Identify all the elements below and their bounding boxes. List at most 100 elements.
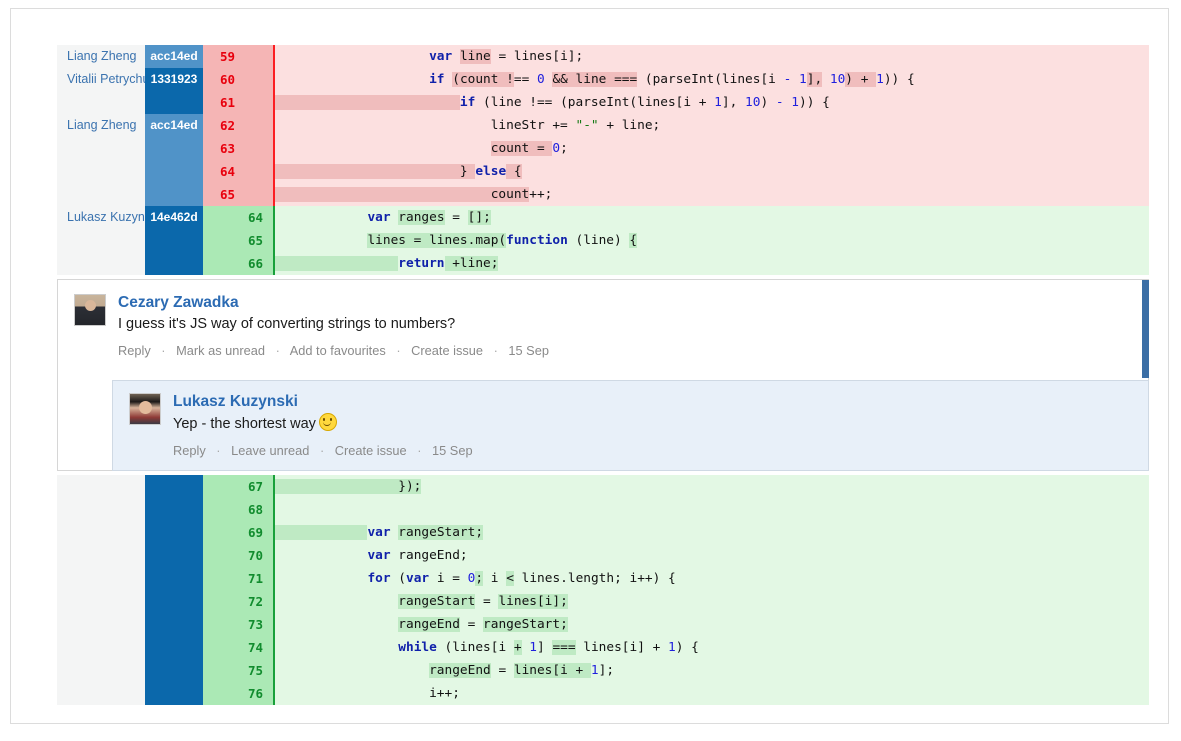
blame-commit-hash xyxy=(145,498,203,521)
blame-commit-hash xyxy=(145,137,203,160)
line-number[interactable]: 59 xyxy=(203,45,275,68)
action-separator: · xyxy=(396,343,401,358)
line-number[interactable]: 66 xyxy=(203,252,275,275)
code-line[interactable]: var rangeStart; xyxy=(275,521,1149,544)
comment-author[interactable]: Lukasz Kuzynski xyxy=(173,393,298,410)
line-number[interactable]: 64 xyxy=(203,206,275,229)
action-separator: · xyxy=(319,443,325,458)
code-line[interactable]: var ranges = []; xyxy=(275,206,1149,229)
action-reply[interactable]: Reply xyxy=(118,343,151,358)
blame-author[interactable]: Liang Zheng xyxy=(57,114,145,137)
diff-row[interactable]: 68 xyxy=(57,498,1149,521)
avatar[interactable] xyxy=(129,393,161,425)
line-number[interactable]: 71 xyxy=(203,567,275,590)
blame-commit-hash xyxy=(145,682,203,705)
avatar[interactable] xyxy=(74,294,106,326)
diff-row[interactable]: 75 rangeEnd = lines[i + 1]; xyxy=(57,659,1149,682)
diff-row[interactable]: 72 rangeStart = lines[i]; xyxy=(57,590,1149,613)
line-number[interactable]: 73 xyxy=(203,613,275,636)
line-number[interactable]: 65 xyxy=(203,229,275,252)
line-number[interactable]: 72 xyxy=(203,590,275,613)
code-line[interactable]: }); xyxy=(275,475,1149,498)
line-number[interactable]: 70 xyxy=(203,544,275,567)
code-line[interactable]: count = 0; xyxy=(275,137,1149,160)
diff-row[interactable]: 71 for (var i = 0; i < lines.length; i++… xyxy=(57,567,1149,590)
action-mark-as-unread[interactable]: Mark as unread xyxy=(176,343,266,358)
blame-commit-hash xyxy=(145,229,203,252)
blame-author xyxy=(57,544,145,567)
code-line[interactable]: while (lines[i + 1] === lines[i] + 1) { xyxy=(275,636,1149,659)
code-line[interactable]: i++; xyxy=(275,682,1149,705)
code-line[interactable]: return +line; xyxy=(275,252,1149,275)
blame-commit-hash[interactable]: acc14ed xyxy=(145,45,203,68)
diff-row[interactable]: 65 lines = lines.map(function (line) { xyxy=(57,229,1149,252)
diff-row[interactable]: Lukasz Kuzynski14e462d64 var ranges = []… xyxy=(57,206,1149,229)
comment-text: I guess it's JS way of converting string… xyxy=(118,316,456,332)
line-number[interactable]: 65 xyxy=(203,183,275,206)
blame-author xyxy=(57,91,145,114)
line-number[interactable]: 69 xyxy=(203,521,275,544)
code-line[interactable]: rangeEnd = lines[i + 1]; xyxy=(275,659,1149,682)
comment-root: Cezary Zawadka I guess it's JS way of co… xyxy=(58,280,1148,368)
code-line[interactable]: for (var i = 0; i < lines.length; i++) { xyxy=(275,567,1149,590)
action-separator: · xyxy=(275,343,280,358)
code-line[interactable] xyxy=(275,498,1149,521)
line-number[interactable]: 64 xyxy=(203,160,275,183)
blame-commit-hash xyxy=(145,590,203,613)
comment-author[interactable]: Cezary Zawadka xyxy=(118,294,239,311)
diff-row[interactable]: 61 if (line !== (parseInt(lines[i + 1], … xyxy=(57,91,1149,114)
diff-row[interactable]: 66 return +line; xyxy=(57,252,1149,275)
line-number[interactable]: 74 xyxy=(203,636,275,659)
blame-commit-hash[interactable]: 1331923 xyxy=(145,68,203,91)
action-reply[interactable]: Reply xyxy=(173,443,206,458)
diff-row[interactable]: Vitalii Petrychuk133192360 if (count !==… xyxy=(57,68,1149,91)
diff-row[interactable]: 63 count = 0; xyxy=(57,137,1149,160)
blame-author[interactable]: Vitalii Petrychuk xyxy=(57,68,145,91)
line-number[interactable]: 76 xyxy=(203,682,275,705)
action-leave-unread[interactable]: Leave unread xyxy=(231,443,310,458)
line-number[interactable]: 63 xyxy=(203,137,275,160)
code-line[interactable]: rangeEnd = rangeStart; xyxy=(275,613,1149,636)
code-line[interactable]: rangeStart = lines[i]; xyxy=(275,590,1149,613)
action-separator: · xyxy=(493,343,498,358)
diff-row[interactable]: 65 count++; xyxy=(57,183,1149,206)
blame-author[interactable]: Liang Zheng xyxy=(57,45,145,68)
blame-author xyxy=(57,137,145,160)
blame-commit-hash xyxy=(145,613,203,636)
diff-row[interactable]: 67 }); xyxy=(57,475,1149,498)
code-line[interactable]: var line = lines[i]; xyxy=(275,45,1149,68)
diff-row[interactable]: 76 i++; xyxy=(57,682,1149,705)
action-create-issue[interactable]: Create issue xyxy=(411,343,483,358)
diff-row[interactable]: 70 var rangeEnd; xyxy=(57,544,1149,567)
avatar-face-icon xyxy=(85,300,96,311)
line-number[interactable]: 62 xyxy=(203,114,275,137)
line-number[interactable]: 75 xyxy=(203,659,275,682)
comment-date: 15 Sep xyxy=(508,343,549,358)
code-line[interactable]: if (line !== (parseInt(lines[i + 1], 10)… xyxy=(275,91,1149,114)
diff-row[interactable]: 73 rangeEnd = rangeStart; xyxy=(57,613,1149,636)
blame-commit-hash[interactable]: acc14ed xyxy=(145,114,203,137)
blame-author[interactable]: Lukasz Kuzynski xyxy=(57,206,145,229)
diff-row[interactable]: 69 var rangeStart; xyxy=(57,521,1149,544)
blame-author xyxy=(57,252,145,275)
comment-reply: Lukasz Kuzynski Yep - the shortest way R… xyxy=(112,380,1149,471)
action-create-issue[interactable]: Create issue xyxy=(334,443,407,458)
blame-author xyxy=(57,229,145,252)
blame-commit-hash[interactable]: 14e462d xyxy=(145,206,203,229)
code-line[interactable]: } else { xyxy=(275,160,1149,183)
action-add-to-favourites[interactable]: Add to favourites xyxy=(289,343,386,358)
code-line[interactable]: lineStr += "-" + line; xyxy=(275,114,1149,137)
line-number[interactable]: 61 xyxy=(203,91,275,114)
code-line[interactable]: lines = lines.map(function (line) { xyxy=(275,229,1149,252)
diff-row[interactable]: 74 while (lines[i + 1] === lines[i] + 1)… xyxy=(57,636,1149,659)
line-number[interactable]: 68 xyxy=(203,498,275,521)
diff-row[interactable]: 64 } else { xyxy=(57,160,1149,183)
code-line[interactable]: count++; xyxy=(275,183,1149,206)
line-number[interactable]: 60 xyxy=(203,68,275,91)
line-number[interactable]: 67 xyxy=(203,475,275,498)
code-line[interactable]: if (count !== 0 && line === (parseInt(li… xyxy=(275,68,1149,91)
code-line[interactable]: var rangeEnd; xyxy=(275,544,1149,567)
